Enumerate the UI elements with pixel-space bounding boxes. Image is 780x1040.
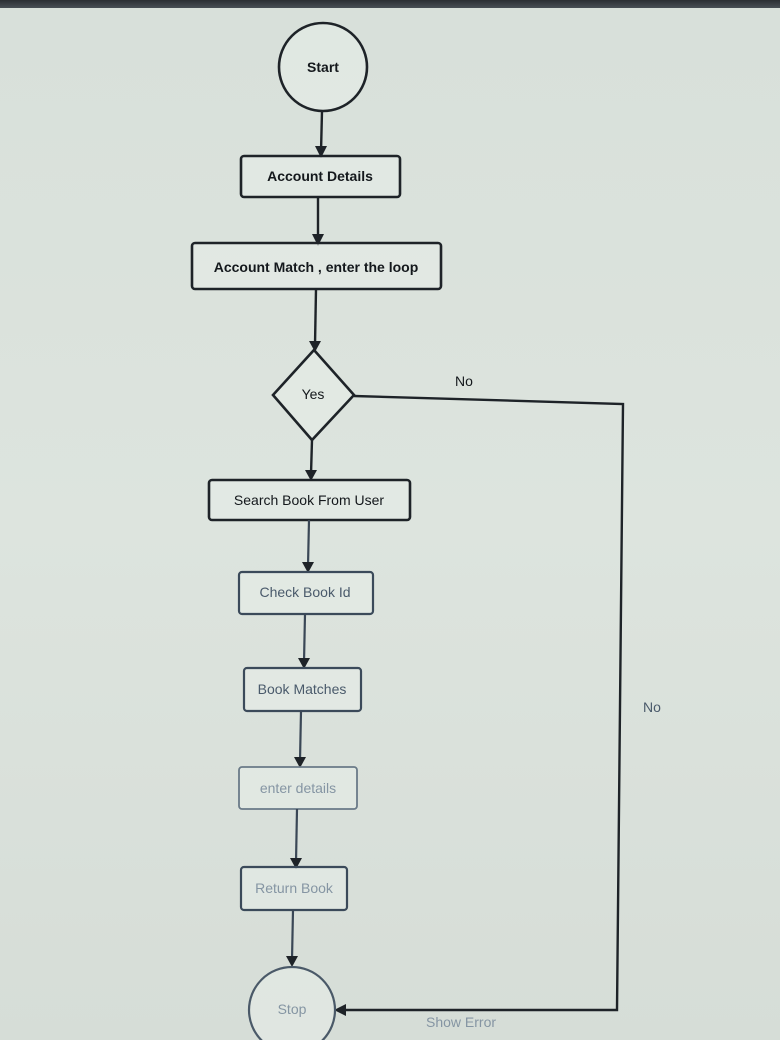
check-book-node[interactable]: Check Book Id xyxy=(237,570,375,616)
edge-no-side-label: No xyxy=(643,699,661,715)
enter-details-node[interactable]: enter details xyxy=(238,766,358,810)
arrow-head xyxy=(315,146,327,158)
stop-node[interactable]: Stop xyxy=(247,965,337,1040)
account-details-node[interactable]: Account Details xyxy=(239,154,402,199)
edge-search-to-check xyxy=(306,519,311,567)
account-match-label: Account Match , enter the loop xyxy=(214,259,419,275)
arrow-head xyxy=(286,956,298,967)
arrow-head xyxy=(290,858,302,869)
enter-details-label: enter details xyxy=(260,780,336,796)
edge-start-to-account-details xyxy=(319,110,324,153)
account-details-label: Account Details xyxy=(267,168,373,184)
start-node[interactable]: Start xyxy=(277,21,369,113)
edge-no-branch xyxy=(340,394,625,1012)
search-book-label: Search Book From User xyxy=(234,492,384,508)
edge-account-match-to-decision xyxy=(313,288,318,346)
edge-enter-to-return xyxy=(294,808,299,863)
edge-matches-to-enter xyxy=(298,710,303,762)
decision-label: Yes xyxy=(302,386,325,402)
start-label: Start xyxy=(307,59,339,75)
search-book-node[interactable]: Search Book From User xyxy=(207,478,412,522)
book-matches-label: Book Matches xyxy=(258,681,347,697)
arrow-head xyxy=(298,658,310,669)
stop-label: Stop xyxy=(278,1001,307,1017)
arrow-head xyxy=(334,1004,346,1016)
decision-node[interactable]: Yes xyxy=(271,348,356,442)
edge-check-to-matches xyxy=(302,613,307,663)
edge-show-error-label: Show Error xyxy=(426,1014,496,1030)
return-book-label: Return Book xyxy=(255,880,334,896)
arrow-head xyxy=(309,341,321,352)
return-book-node[interactable]: Return Book xyxy=(239,865,349,912)
edge-decision-to-search xyxy=(309,439,314,475)
edge-return-to-stop xyxy=(290,909,295,961)
arrow-head xyxy=(305,470,317,481)
check-book-label: Check Book Id xyxy=(259,584,350,600)
book-matches-node[interactable]: Book Matches xyxy=(242,666,363,713)
edge-no-top-label: No xyxy=(455,373,473,389)
arrow-head xyxy=(294,757,306,768)
account-match-node[interactable]: Account Match , enter the loop xyxy=(190,241,443,291)
arrow-head xyxy=(302,562,314,573)
arrow-head xyxy=(312,234,324,246)
